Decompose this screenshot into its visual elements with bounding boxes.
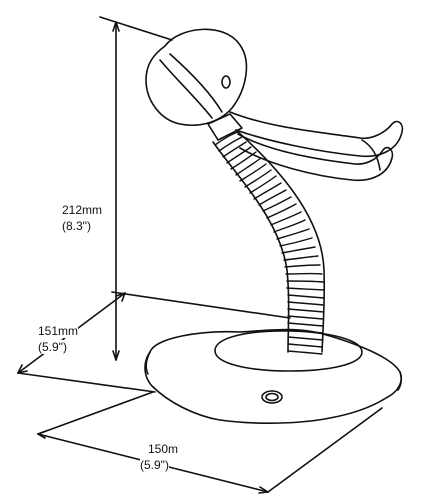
width-dimension	[37, 391, 383, 494]
width-imperial-label: (5.9")	[140, 458, 169, 472]
depth-arrow-back	[115, 292, 126, 302]
base-top-outline	[144, 328, 402, 424]
depth-arrow-front	[17, 364, 28, 374]
cradle-arm-lower	[237, 133, 394, 182]
gooseneck-left-edge	[212, 141, 290, 353]
width-arrow-right	[258, 486, 269, 494]
mounting-hole-inner	[265, 392, 279, 402]
stand-base	[144, 328, 403, 424]
base-left-edge	[145, 351, 151, 375]
depth-metric-label: 151mm	[38, 324, 79, 338]
height-extension-bottom	[111, 291, 291, 319]
neck-collar	[207, 113, 243, 141]
gooseneck-right-edge	[235, 129, 326, 353]
mounting-hole	[261, 390, 283, 404]
gooseneck-ribs	[214, 131, 325, 355]
gooseneck	[212, 129, 326, 355]
depth-extension-front	[17, 372, 156, 393]
width-extension-left	[37, 391, 154, 435]
base-right-edge	[397, 371, 403, 391]
height-arrow-top	[112, 21, 120, 32]
width-arrow-left	[37, 430, 47, 439]
width-extension-right	[267, 407, 383, 493]
height-extension-top	[99, 16, 173, 41]
head-cup-inner-line-2	[159, 59, 213, 119]
height-metric-label: 212mm	[62, 203, 103, 217]
head-pivot	[221, 75, 231, 89]
head-cup	[145, 28, 248, 126]
cradle-arm-fold	[361, 139, 381, 171]
width-metric-label: 150m	[148, 442, 179, 456]
cradle-arm-upper	[229, 111, 404, 158]
head-cup-inner-line	[169, 53, 223, 113]
height-imperial-label: (8.3")	[62, 219, 91, 233]
height-dimension	[99, 16, 291, 361]
stand-head	[145, 28, 404, 182]
base-socket	[214, 330, 363, 372]
height-arrow-bottom	[112, 350, 120, 361]
depth-imperial-label: (5.9")	[38, 340, 67, 354]
